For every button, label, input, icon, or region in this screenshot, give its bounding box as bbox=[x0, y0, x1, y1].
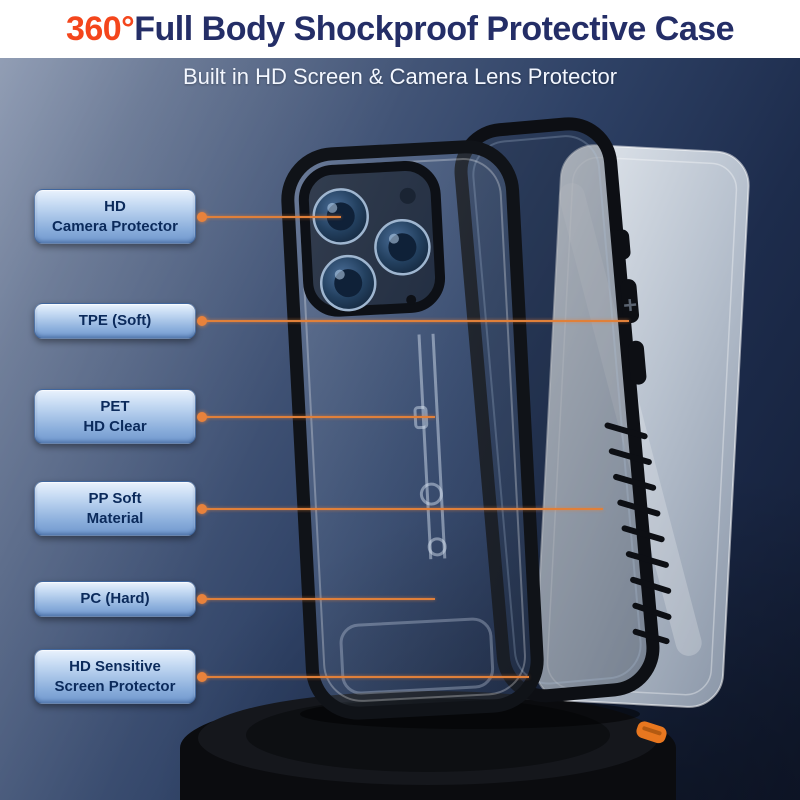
callout-pet-hd-clear: PET HD Clear bbox=[34, 389, 435, 444]
callout-connector-line bbox=[197, 315, 629, 326]
callout-label: PET bbox=[100, 398, 130, 415]
callout-badge: PET HD Clear bbox=[34, 389, 196, 444]
page-title: 360°Full Body Shockproof Protective Case bbox=[65, 9, 735, 49]
callout-pc-hard: PC (Hard) bbox=[34, 581, 435, 617]
callout-badge: PC (Hard) bbox=[34, 581, 196, 617]
front-case bbox=[281, 140, 544, 720]
callout-connector-line bbox=[197, 503, 603, 514]
callout-badge: TPE (Soft) bbox=[34, 303, 196, 339]
callout-label: TPE (Soft) bbox=[78, 312, 152, 329]
callout-connector-line bbox=[197, 671, 529, 682]
callout-label: PP Soft bbox=[88, 490, 142, 507]
callout-connector-line bbox=[197, 593, 435, 604]
callout-label: HD Clear bbox=[83, 417, 147, 435]
title-accent: 360° bbox=[65, 9, 135, 48]
callout-badge: HD Camera Protector bbox=[34, 189, 196, 244]
display-pedestal bbox=[180, 691, 676, 800]
orange-port-cover bbox=[636, 721, 667, 744]
callout-connector-line bbox=[197, 411, 435, 422]
callout-label: Material bbox=[86, 509, 144, 527]
callout-tpe-soft: TPE (Soft) bbox=[34, 303, 629, 339]
callout-badge: HD Sensitive Screen Protector bbox=[34, 649, 196, 704]
title-main: Full Body Shockproof Protective Case bbox=[134, 9, 735, 48]
callout-label: PC (Hard) bbox=[80, 590, 150, 607]
callout-label: Camera Protector bbox=[52, 217, 178, 235]
callout-label: HD Sensitive bbox=[69, 658, 161, 675]
subtitle: Built in HD Screen & Camera Lens Protect… bbox=[182, 64, 618, 89]
grip-ridges bbox=[604, 422, 672, 645]
callout-label: HD bbox=[104, 198, 126, 215]
inner-frame-detail bbox=[339, 333, 495, 695]
callout-badge: PP Soft Material bbox=[34, 481, 196, 536]
callout-hd-camera-protector: HD Camera Protector bbox=[34, 189, 341, 244]
callout-hd-sensitive-screen-protector: HD Sensitive Screen Protector bbox=[34, 649, 529, 704]
callout-pp-soft-material: PP Soft Material bbox=[34, 481, 603, 536]
side-buttons bbox=[614, 229, 647, 385]
callout-label: Screen Protector bbox=[54, 677, 176, 695]
header: 360°Full Body Shockproof Protective Case bbox=[0, 0, 800, 58]
camera-mic bbox=[406, 294, 417, 305]
callout-connector-line bbox=[197, 211, 341, 222]
camera-flash bbox=[399, 187, 416, 204]
